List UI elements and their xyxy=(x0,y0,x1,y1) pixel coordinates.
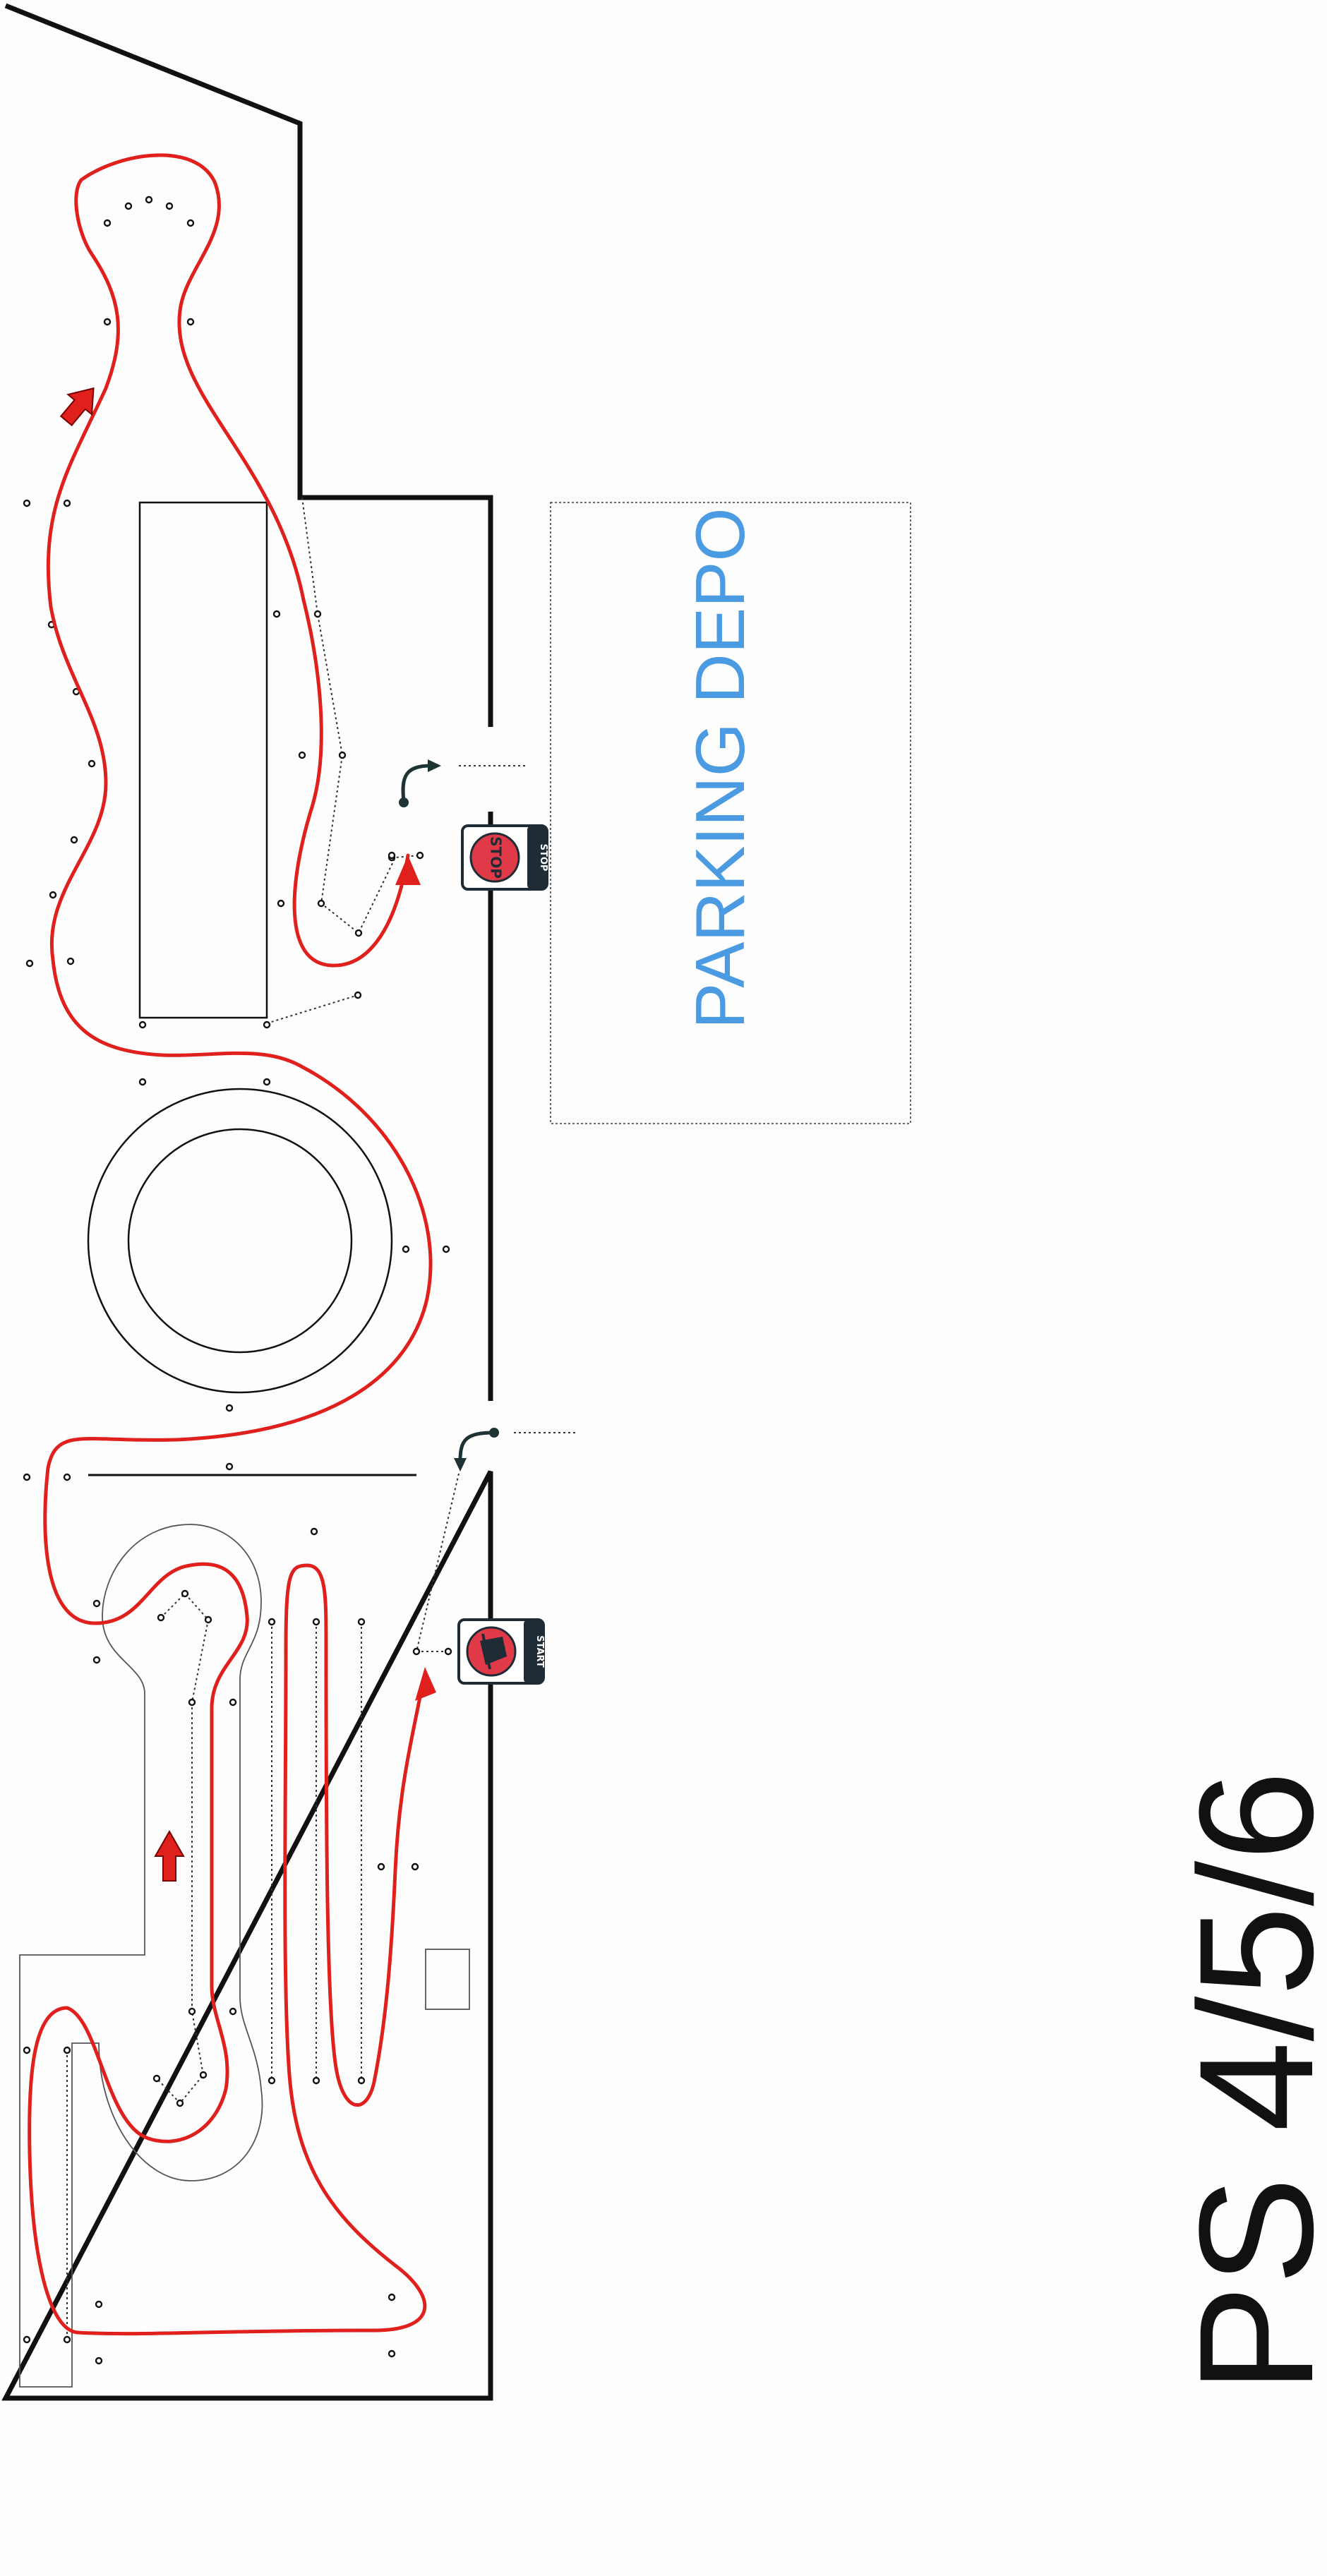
route-path xyxy=(28,153,433,2336)
direction-arrow-icon xyxy=(154,1829,185,1882)
course-title: PS 4/5/6 xyxy=(1165,1770,1327,2394)
roundabout-inner xyxy=(127,1128,353,1354)
stop-sign-icon: STOP STOP xyxy=(461,824,548,891)
stop-sign-tab-label: STOP xyxy=(538,844,548,872)
stop-sign-badge-label: STOP xyxy=(488,836,505,879)
roundabout-outer xyxy=(87,1088,393,1394)
track-boundary xyxy=(1,3,493,2401)
dotted-guides xyxy=(66,497,575,2340)
parking-depo-label: PARKING DEPO xyxy=(681,507,759,1029)
cone-markers xyxy=(23,195,452,2365)
turn-arrow-icon xyxy=(458,1431,496,1463)
route-arrowhead-stop xyxy=(395,855,421,885)
maneuver-area-outline xyxy=(19,1524,263,2388)
turn-arrow-icon xyxy=(401,764,433,803)
parking-area xyxy=(550,502,911,1124)
course-diagram: STOP STOP START xyxy=(1,3,911,2401)
small-box xyxy=(425,1949,470,2010)
start-sign-tab-label: START xyxy=(534,1635,545,1668)
center-island xyxy=(138,501,268,1019)
start-flag-icon: START xyxy=(457,1618,545,1685)
route-arrowhead-start xyxy=(415,1667,436,1701)
direction-arrow-icon xyxy=(59,387,95,426)
